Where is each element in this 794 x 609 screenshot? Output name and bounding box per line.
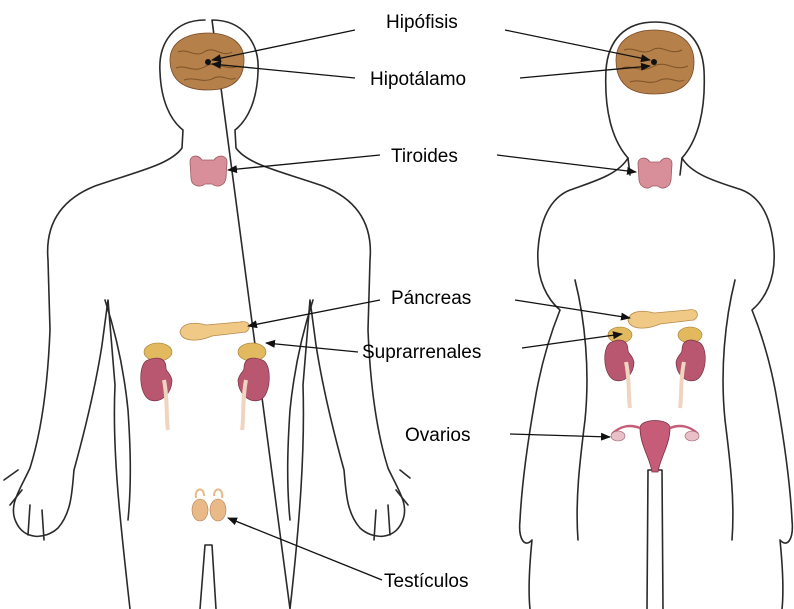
arrow-thyroid-female (497, 155, 636, 172)
label-hypothalamus: Hipotálamo (370, 69, 466, 90)
female-reproductive-organs (611, 421, 699, 473)
label-pancreas: Páncreas (391, 288, 471, 309)
arrow-pancreas-male (248, 300, 380, 326)
male-testicles (192, 489, 226, 521)
female-kidney-left (605, 327, 634, 408)
female-right-arm-inner (723, 280, 735, 540)
label-testicles: Testículos (384, 571, 468, 592)
male-kidney-left (141, 343, 172, 430)
arrow-ovaries (510, 434, 610, 437)
label-adrenals: Suprarrenales (362, 342, 481, 363)
female-kidney-right (676, 327, 705, 408)
female-left-arm-inner (575, 280, 587, 540)
male-body-outline (4, 20, 410, 609)
female-ovary-right (685, 431, 699, 441)
arrow-pancreas-female (515, 300, 630, 318)
female-thyroid (638, 158, 672, 188)
female-silhouette (520, 158, 793, 609)
male-hypophysis-dot (205, 59, 211, 65)
female-brain (616, 30, 694, 94)
female-legs-inner (647, 470, 663, 609)
female-hypophysis-dot (651, 59, 657, 65)
male-thyroid (190, 156, 227, 186)
male-silhouette (13, 20, 404, 609)
arrow-thyroid-male (228, 155, 380, 170)
arrow-adrenals-male (266, 343, 358, 352)
male-inner-legs (200, 545, 216, 609)
male-pancreas (180, 322, 249, 340)
label-pituitary: Hipófisis (386, 12, 458, 33)
organ-labels: Hipófisis Hipotálamo Tiroides Páncreas S… (362, 12, 481, 592)
label-ovaries: Ovarios (405, 425, 470, 446)
male-brain (170, 33, 244, 90)
female-pancreas (628, 310, 697, 328)
label-thyroid: Tiroides (391, 146, 458, 167)
female-ovary-left (611, 431, 625, 441)
